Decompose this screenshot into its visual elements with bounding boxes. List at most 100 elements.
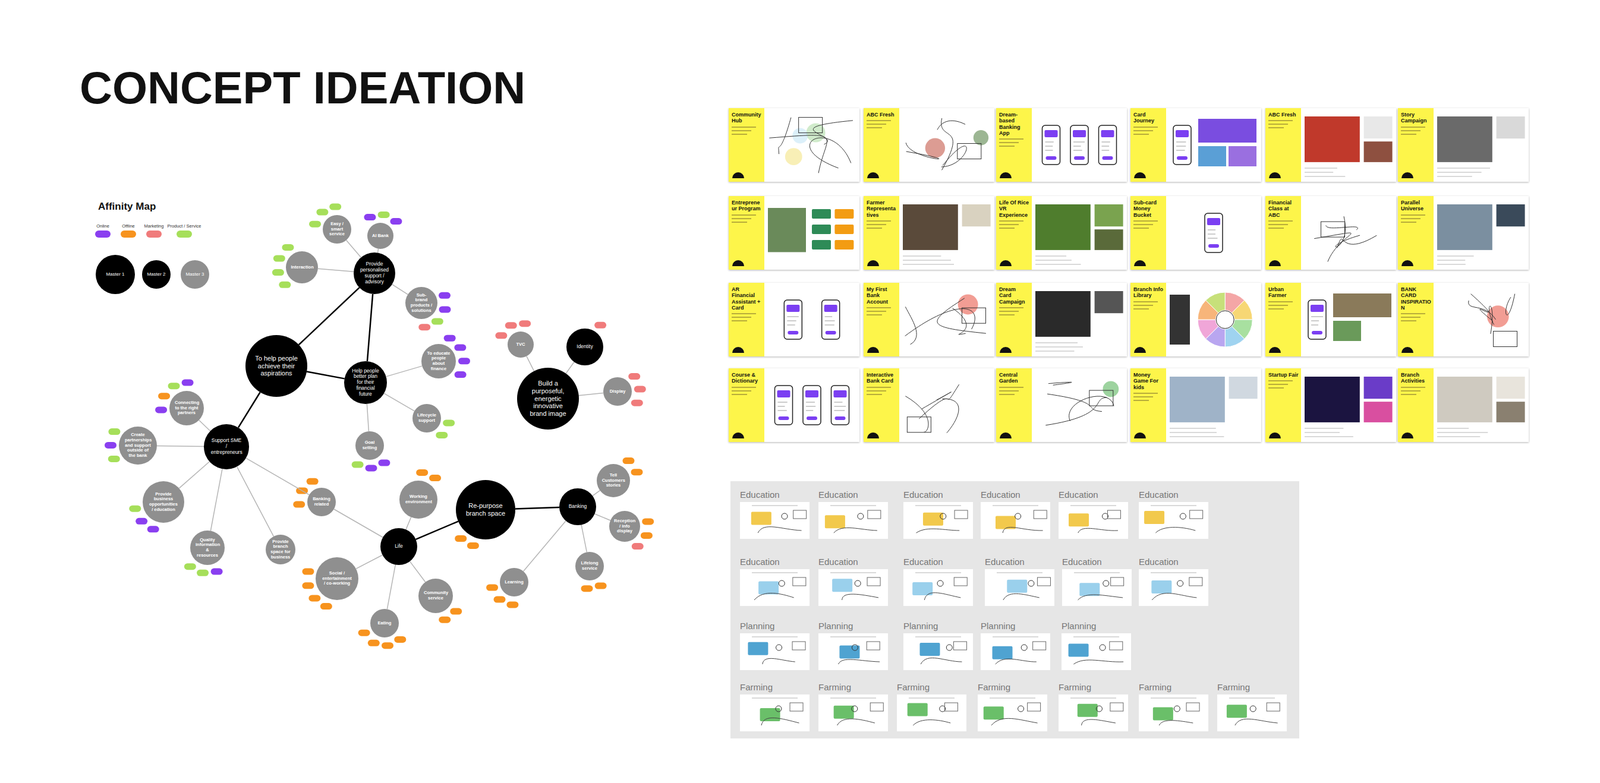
decor-rect <box>1364 376 1393 399</box>
card-icon <box>731 346 745 354</box>
decor-rect <box>954 510 968 519</box>
concept-card: Entrepreneur Program <box>728 196 860 270</box>
tile-box <box>977 694 1048 732</box>
tile-label: Education <box>1138 489 1209 501</box>
decor-line <box>1304 171 1334 173</box>
decor-circle <box>958 294 979 316</box>
decor-rect <box>758 581 779 595</box>
affinity-circle: Support SME / entrepreneurs <box>203 424 250 470</box>
decor-layer <box>104 203 654 650</box>
decor-rect <box>1110 577 1124 587</box>
decor-line <box>824 324 835 326</box>
affinity-circle: To help people achieve their aspirations <box>245 335 308 398</box>
note-pill <box>378 211 390 219</box>
card-strip: Sub-card Money Bucket <box>1130 196 1167 270</box>
decor-path <box>1134 347 1146 354</box>
decor-rect <box>1198 118 1257 143</box>
circle-text: Banking related <box>311 496 332 507</box>
sketch-tile: Farming <box>977 682 1048 732</box>
text-bar <box>1400 218 1421 220</box>
decor-line <box>751 636 798 638</box>
decor-line <box>824 316 833 318</box>
decor-div: Master 3 <box>184 271 205 277</box>
legend-text: Online <box>96 223 110 229</box>
decor-rect <box>839 645 860 659</box>
decor-path <box>924 593 961 601</box>
text-bar <box>731 133 748 135</box>
decor-rect <box>944 703 958 712</box>
decor-rect <box>760 708 781 722</box>
sketch-tile: Farming <box>818 682 888 732</box>
decor-rect <box>778 416 790 421</box>
decor-rect <box>1496 116 1526 139</box>
decor-line <box>751 505 798 507</box>
decor-line <box>1045 141 1054 143</box>
text-bar <box>1400 133 1417 135</box>
tile-label: Education <box>1062 556 1132 568</box>
decor-line <box>778 410 787 412</box>
legend-text: Master 3 <box>184 271 205 277</box>
text-bar <box>1268 220 1293 222</box>
decor-path <box>1401 432 1414 439</box>
text-bar <box>1268 308 1284 310</box>
decor-rect <box>767 208 806 253</box>
decor-path <box>867 347 880 354</box>
concept-card: Course & Dictionary <box>728 368 860 443</box>
map-connector <box>156 445 204 447</box>
text-bar <box>999 386 1024 389</box>
decor-rect <box>1496 401 1526 423</box>
text-bar <box>731 316 752 318</box>
map-connector <box>238 392 261 428</box>
card-title: Course & Dictionary <box>731 372 762 385</box>
decor-rect <box>825 331 837 335</box>
card-illustration <box>899 368 995 443</box>
decor-line <box>751 572 798 574</box>
tile-illustration <box>739 633 810 671</box>
note-pill <box>293 501 305 509</box>
decor-div: Quality information & resources <box>195 537 220 559</box>
map-connector <box>392 284 409 295</box>
note-pill <box>358 630 371 637</box>
decor-rect <box>1437 204 1493 251</box>
tile-illustration <box>980 502 1051 540</box>
note-pill <box>281 244 294 251</box>
decor-rect <box>793 510 807 519</box>
tile-box <box>1217 694 1287 732</box>
decor-path <box>1048 382 1072 386</box>
tile-box <box>980 633 1051 671</box>
decor-rect <box>995 516 1016 530</box>
decor-rect <box>1189 510 1203 519</box>
tile-box <box>818 633 888 671</box>
decor-div: Eating <box>374 621 395 627</box>
decor-rect <box>1364 141 1393 163</box>
decor-rect <box>811 224 831 235</box>
decor-rect <box>1027 703 1041 712</box>
text-bar <box>999 394 1015 396</box>
affinity-circle: Connecting to the right partners <box>169 391 204 426</box>
decor-circle <box>1018 706 1025 713</box>
legend-text: Marketing <box>144 223 165 229</box>
decor-rect <box>1042 125 1061 165</box>
circle-text: Sub-brand products / solutions <box>410 293 433 314</box>
card-illustration <box>1301 108 1397 182</box>
circle-text: Provide branch space for business <box>270 539 292 561</box>
text-bar <box>1133 304 1154 307</box>
decor-circle <box>1099 644 1106 651</box>
map-connector <box>246 458 310 496</box>
card-strip: Branch Activities <box>1397 368 1434 443</box>
affinity-circle: AI Bank <box>367 222 394 250</box>
decor-line <box>902 255 941 257</box>
note-pill <box>622 457 635 465</box>
card-icon <box>999 259 1013 267</box>
decor-line <box>805 405 816 408</box>
decor-line <box>908 697 955 699</box>
note-pill <box>351 461 364 469</box>
circle-text: Goal setting <box>359 440 380 451</box>
decor-line <box>830 505 877 507</box>
decor-line <box>1437 432 1488 434</box>
decor-rect <box>1033 510 1047 519</box>
card-icon <box>1400 259 1414 267</box>
tile-label: Education <box>903 556 973 568</box>
circle-text: Interaction <box>290 265 313 271</box>
decor-path <box>732 347 745 354</box>
